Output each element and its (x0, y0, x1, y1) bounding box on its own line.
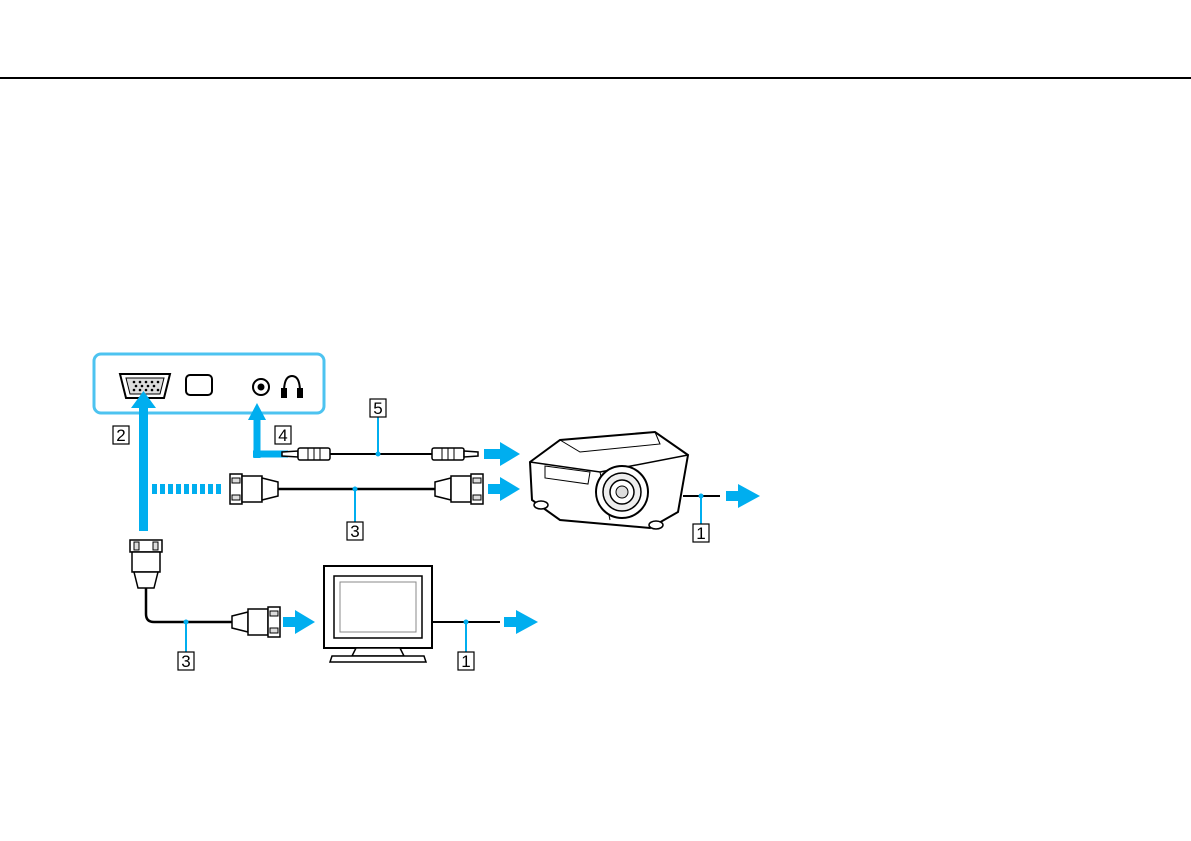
callout-1-projector: 1 (693, 524, 709, 543)
callout-3-monitor: 3 (178, 652, 194, 671)
vga-cable-monitor (130, 540, 280, 652)
svg-text:1: 1 (696, 524, 705, 543)
svg-text:4: 4 (278, 426, 287, 445)
svg-text:1: 1 (461, 652, 470, 671)
callout-2: 2 (113, 426, 129, 445)
monitor-icon (324, 566, 432, 662)
callout-1-monitor: 1 (458, 652, 474, 671)
callout-5: 5 (370, 399, 386, 418)
vga-cable-projector (230, 474, 483, 523)
svg-text:3: 3 (181, 652, 190, 671)
audio-jack-icon (253, 379, 269, 395)
projector-icon (530, 432, 688, 529)
hdmi-port-icon (186, 375, 212, 395)
headphones-icon (282, 376, 302, 397)
svg-text:2: 2 (116, 426, 125, 445)
callout-3-projector: 3 (347, 522, 363, 541)
port-panel (94, 354, 324, 413)
callout-4: 4 (275, 426, 291, 445)
svg-text:5: 5 (373, 399, 382, 418)
svg-text:3: 3 (350, 522, 359, 541)
audio-cable (282, 415, 478, 460)
